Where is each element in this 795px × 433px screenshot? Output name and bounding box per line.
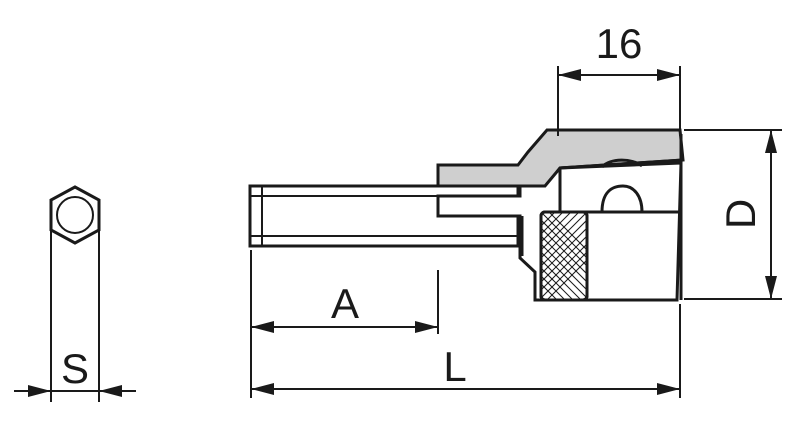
width-arrow-right xyxy=(657,69,680,81)
hex-length-arrow-left xyxy=(251,321,274,333)
diameter-arrow-top xyxy=(765,130,777,153)
hex-end-view: S xyxy=(14,185,136,402)
width-dimension: 16 xyxy=(557,20,681,136)
knurl-ring-outline xyxy=(539,210,589,302)
hex-arrow-left xyxy=(28,385,51,397)
knurl-ring xyxy=(539,210,589,302)
diameter-dimension: D xyxy=(684,129,782,300)
hexagon-outline xyxy=(49,185,101,245)
knurl-pattern xyxy=(541,212,587,300)
overall-length-arrow-left xyxy=(251,383,274,395)
socket-side-view xyxy=(248,128,685,302)
socket-inner-curve xyxy=(600,184,644,213)
width-arrow-left xyxy=(558,69,581,81)
socket-inner-top xyxy=(559,158,684,170)
overall-length-label: L xyxy=(443,343,466,390)
hex-arrow-right xyxy=(99,385,122,397)
hex-inner-circle xyxy=(56,196,94,234)
overall-length-dimension: L xyxy=(251,304,681,398)
hex-size-label: S xyxy=(61,345,89,392)
width-label: 16 xyxy=(596,20,643,67)
hex-length-label: A xyxy=(331,280,359,327)
overall-length-arrow-right xyxy=(657,383,680,395)
socket-top-curve xyxy=(600,158,643,169)
diameter-arrow-bottom xyxy=(765,276,777,299)
hex-length-dimension: A xyxy=(250,250,439,398)
hex-length-arrow-right xyxy=(415,321,438,333)
diameter-label: D xyxy=(717,199,764,229)
